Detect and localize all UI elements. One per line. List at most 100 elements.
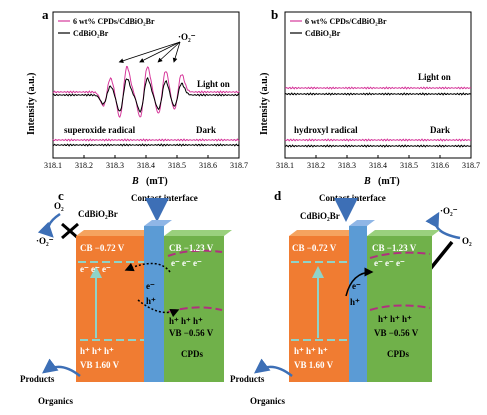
- vb-left-label-d: VB 1.60 V: [294, 360, 334, 370]
- spectrum-light-cpds-a: [52, 65, 240, 119]
- spectrum-light-cpds-b: [284, 86, 472, 90]
- contact-interface-label-c: Contact interface: [131, 193, 198, 203]
- electron-transfer-arrow-d: [345, 267, 374, 297]
- x-tick-label: 318.5: [400, 161, 418, 170]
- block-top-cpds-c: [164, 230, 232, 236]
- spectrum-light-bare-b: [284, 92, 472, 96]
- electrons-right-d: e⁻ e⁻ e⁻: [374, 258, 405, 268]
- x-tick-label: 318.2: [75, 161, 93, 170]
- radical-label-b: hydroxyl radical: [294, 125, 358, 135]
- panel-label-b: b: [271, 7, 278, 22]
- spectrum-dark-bare-b: [284, 144, 472, 148]
- legend-cpds-b: 6 wt% CPDs/CdBiO₂Br: [305, 17, 387, 26]
- cpds-label-d: CPDs: [387, 349, 409, 359]
- legend-cpds-a: 6 wt% CPDs/CdBiO₂Br: [73, 17, 155, 26]
- x-tick-label: 318.6: [199, 161, 217, 170]
- x-axis-label-a: B (mT): [131, 176, 168, 187]
- panel-label-a: a: [42, 7, 49, 22]
- cb-right-label-d: CB −1.23 V: [372, 243, 417, 253]
- light-on-label-b: Light on: [418, 72, 451, 82]
- products-arrow-d: [253, 358, 293, 377]
- holes-left-d: h⁺ h⁺ h⁺: [294, 346, 328, 356]
- x-axis-symbol-a: B: [131, 176, 139, 187]
- legend-bare-a: CdBiO₂Br: [73, 29, 109, 38]
- peak-pointer-arrow: [172, 41, 181, 63]
- peak-pointers-a: [118, 41, 181, 64]
- x-tick-label: 318.7: [462, 161, 480, 170]
- cb-line-right-d: [369, 251, 431, 259]
- spectrum-light-bare-a: [52, 76, 240, 114]
- x-tick-label: 318.6: [431, 161, 449, 170]
- x-tick-label: 318.1: [44, 161, 62, 170]
- x-axis-symbol-b: B: [363, 176, 371, 187]
- products-arrow-c: [41, 358, 81, 377]
- light-on-label-a: Light on: [197, 79, 230, 89]
- panel-label-c: c: [58, 188, 64, 203]
- hole-transfer-arrow-c: [137, 299, 180, 318]
- block-top-cdbio2br-c: [76, 230, 152, 236]
- spectrum-dark-cpds-b: [284, 138, 472, 142]
- organics-label-d: Organics: [250, 396, 285, 406]
- blocked-cross-icon: [61, 222, 79, 240]
- spectrum-dark-cpds-a: [52, 138, 240, 142]
- o2minus-label-c: ·O₂⁻: [36, 236, 54, 246]
- e-transfer-label-d: e⁻: [352, 281, 361, 291]
- peak-pointer-arrow: [157, 41, 181, 63]
- dark-label-b: Dark: [430, 125, 450, 135]
- panel-label-d: d: [274, 188, 282, 203]
- panel-d: d Contact interface CdBiO₂Br ·O₂⁻ O₂ CB …: [230, 188, 472, 406]
- contact-interface-label-d: Contact interface: [319, 193, 386, 203]
- radical-label-a: superoxide radical: [64, 125, 136, 135]
- x-tick-label: 318.4: [137, 161, 155, 170]
- o2minus-label-d: ·O₂⁻: [440, 206, 458, 216]
- holes-left-c: h⁺ h⁺ h⁺: [80, 346, 114, 356]
- products-label-c: Products: [20, 374, 55, 384]
- x-tick-label: 318.4: [369, 161, 387, 170]
- block-top-interface-c: [144, 220, 172, 226]
- x-tick-label: 318.3: [106, 161, 124, 170]
- peak-pointer-arrow: [139, 41, 181, 63]
- vb-right-label-d: VB −0.56 V: [374, 328, 419, 338]
- cb-left-label-c: CB −0.72 V: [80, 243, 125, 253]
- o2-label-c: O₂: [54, 201, 64, 211]
- block-cdbio2br-c: [76, 236, 144, 382]
- x-axis-label-b: B (mT): [363, 176, 400, 187]
- x-tick-label: 318.1: [276, 161, 294, 170]
- x-tick-label: 318.7: [230, 161, 248, 170]
- y-axis-label-a: Intensity (a.u.): [26, 72, 37, 135]
- electrons-left-c: e⁻ e⁻ e⁻: [80, 264, 111, 274]
- peak-pointer-arrow: [118, 41, 181, 64]
- cb-right-label-c: CB −1.23 V: [169, 243, 214, 253]
- x-ticks-a: 318.1 318.2 318.3 318.4 318.5 318.6 318.7: [44, 155, 248, 170]
- material-label-d: CdBiO₂Br: [300, 211, 340, 221]
- vb-line-right-d: [369, 304, 431, 311]
- electrons-right-c: e⁻ e⁻ e⁻: [171, 258, 202, 268]
- organics-label-c: Organics: [38, 396, 73, 406]
- cb-line-right-c: [167, 249, 223, 257]
- cpds-label-c: CPDs: [181, 349, 203, 359]
- y-axis-label-b: Intensity (a.u.): [259, 72, 270, 135]
- block-top-cpds-d: [367, 230, 440, 236]
- x-tick-label: 318.2: [307, 161, 325, 170]
- x-axis-unit-b: (mT): [378, 176, 400, 187]
- block-interface-d: [349, 226, 367, 382]
- products-label-d: Products: [230, 374, 265, 384]
- block-top-cdbio2br-d: [289, 230, 357, 236]
- x-tick-label: 318.5: [168, 161, 186, 170]
- x-tick-label: 318.3: [338, 161, 356, 170]
- o2-label-d: O₂: [462, 236, 472, 246]
- species-label-a: ·O₂⁻: [178, 32, 196, 42]
- panel-c: c Contact interface CdBiO₂Br O₂ ·O₂⁻ CB …: [20, 188, 232, 406]
- x-ticks-b: 318.1 318.2 318.3 318.4 318.5 318.6 318.7: [276, 155, 480, 170]
- legend-bare-b: CdBiO₂Br: [305, 29, 341, 38]
- vb-left-label-c: VB 1.60 V: [80, 360, 120, 370]
- o2-reduction-arrow-d: [425, 211, 461, 240]
- o2-reduction-arrow-c: [37, 212, 61, 238]
- spectrum-dark-bare-a: [52, 143, 240, 147]
- h-transfer-label-c: h⁺: [146, 296, 156, 306]
- dark-label-a: Dark: [196, 125, 216, 135]
- e-transfer-label-c: e⁻: [146, 281, 155, 291]
